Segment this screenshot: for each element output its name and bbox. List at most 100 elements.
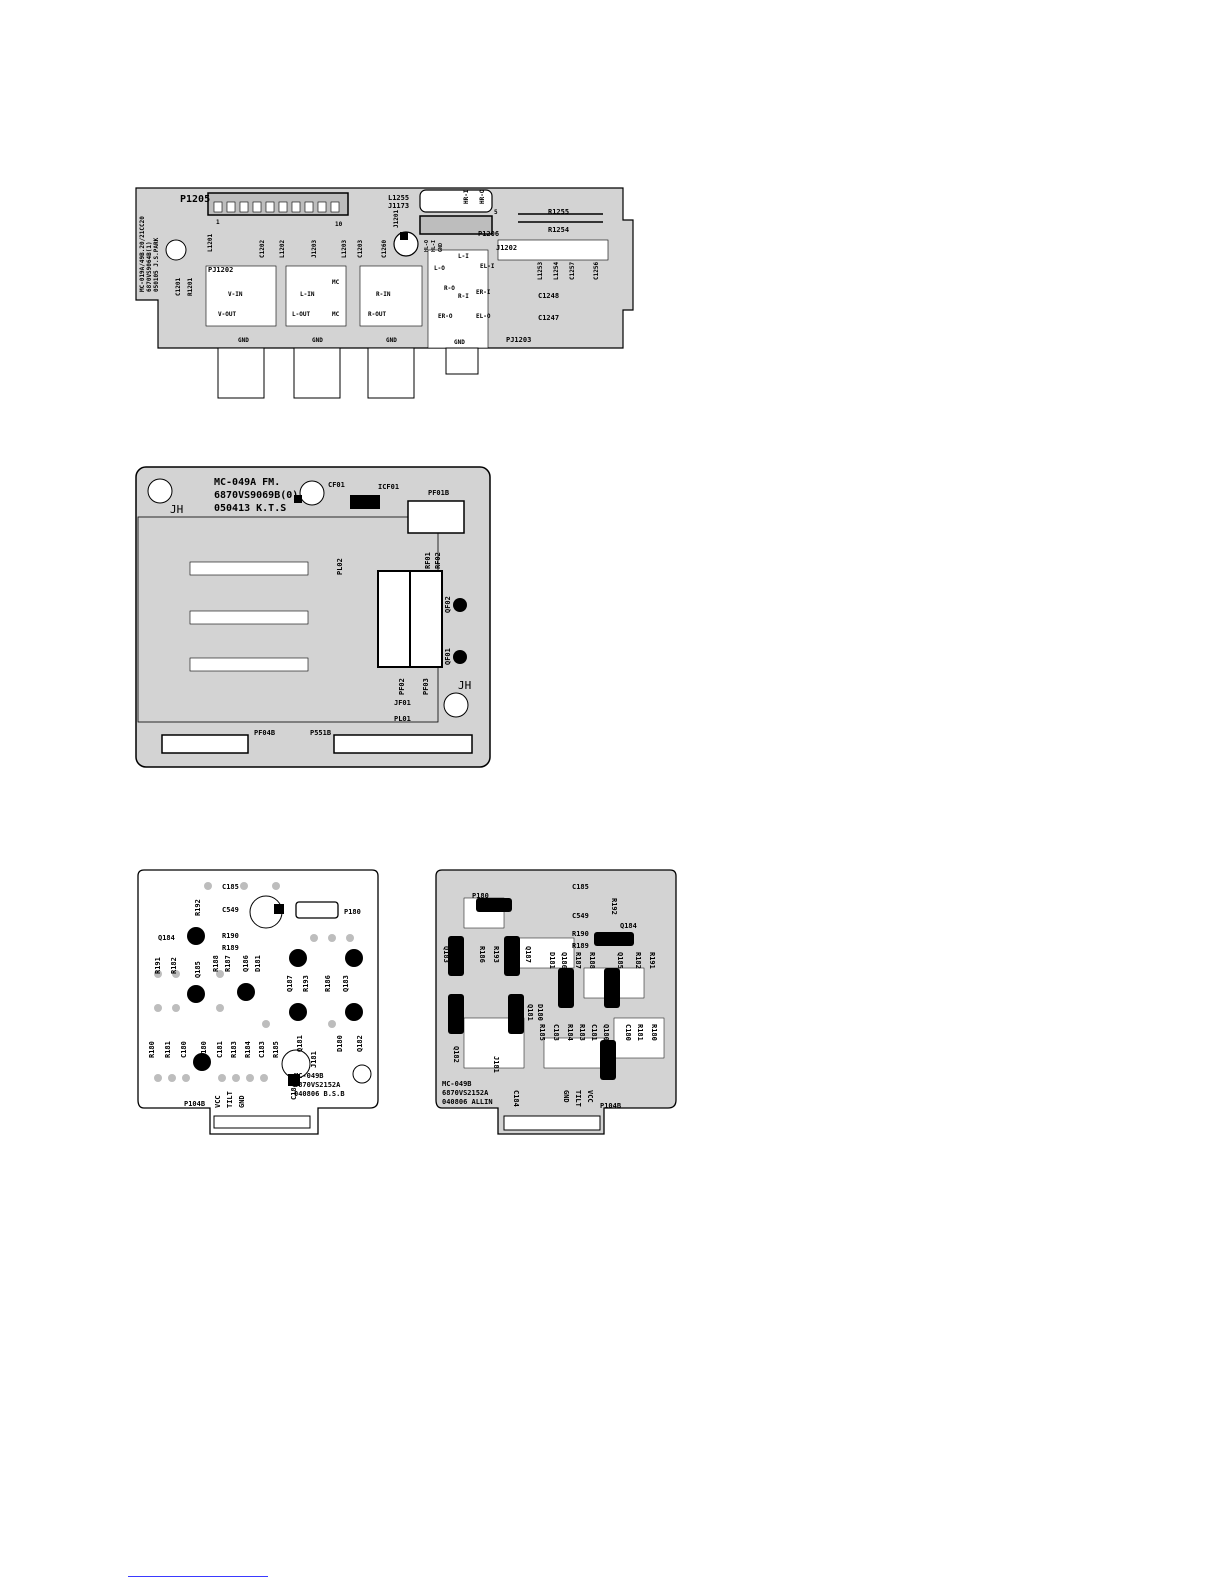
- label-v-in: V-IN: [228, 291, 243, 298]
- jack-video: [217, 347, 265, 399]
- label-hl0: HL-O: [424, 240, 430, 252]
- label-rf02: RF02: [434, 552, 442, 569]
- board2-title: MC-049A FM.: [214, 477, 280, 488]
- label-c1260: C1260: [381, 240, 388, 258]
- label-c1256: C1256: [593, 262, 600, 280]
- label-c181: C181: [216, 1041, 224, 1058]
- label-r182: R182: [634, 952, 642, 969]
- label-hl1: HL-I: [431, 240, 437, 252]
- label-p104b: P104B: [600, 1102, 621, 1110]
- label-r187: R187: [574, 952, 582, 969]
- label-l1203: L1203: [341, 240, 348, 258]
- switch-hr: [419, 189, 493, 213]
- board1-id-line-2: 6870VS9064B(1): [146, 241, 153, 292]
- label-r188: R188: [212, 955, 220, 972]
- board-av-jack: MC-019A/49B.20/21CC20 6870VS9064B(1) 050…: [135, 187, 634, 399]
- slot-3: [189, 657, 309, 672]
- label-c184: C184: [290, 1083, 298, 1100]
- label-l1202: L1202: [279, 240, 286, 258]
- label-gnd-1: GND: [238, 337, 249, 344]
- connector-p104b: [503, 1115, 601, 1131]
- label-r1201: R1201: [187, 278, 194, 296]
- label-p551b: P551B: [310, 729, 331, 737]
- label-c1202: C1202: [259, 240, 266, 258]
- label-r186: R186: [324, 975, 332, 992]
- connector-p104b: [213, 1115, 311, 1129]
- label-p1206: P1206: [478, 230, 499, 238]
- label-gnd: GND: [238, 1095, 246, 1108]
- label-r0: R-O: [444, 285, 455, 292]
- label-c549: C549: [572, 912, 589, 920]
- slot-2: [189, 610, 309, 625]
- label-r181: R181: [636, 1024, 644, 1041]
- label-p104b: P104B: [184, 1100, 205, 1108]
- label-pl02: PL02: [336, 558, 344, 575]
- board2-part-no: 6870VS9069B(0): [214, 490, 298, 501]
- label-q180: Q180: [200, 1041, 208, 1058]
- label-c183: C183: [552, 1024, 560, 1041]
- label-q180: Q180: [602, 1024, 610, 1041]
- label-gnd-3: GND: [386, 337, 397, 344]
- label-pj1203: PJ1203: [506, 336, 531, 344]
- board3-id-line-2: 6870VS2152A: [294, 1081, 341, 1089]
- label-vcc: VCC: [214, 1095, 222, 1108]
- connector-pf01b: [407, 500, 465, 534]
- label-r183: R183: [230, 1041, 238, 1058]
- label-q187: Q187: [524, 946, 532, 963]
- label-gnd-2: GND: [312, 337, 323, 344]
- label-pl01: PL01: [394, 715, 411, 723]
- label-pin10: 10: [335, 221, 343, 228]
- label-r183: R183: [578, 1024, 586, 1041]
- label-r189: R189: [222, 944, 239, 952]
- label-p1205: P1205: [180, 194, 210, 205]
- label-r188: R188: [588, 952, 596, 969]
- label-d180: D180: [336, 1035, 344, 1052]
- label-tilt: TILT: [226, 1091, 234, 1108]
- jack-audio-r: [367, 347, 415, 399]
- label-q183: Q183: [442, 946, 450, 963]
- label-q183: Q183: [342, 975, 350, 992]
- label-el1: EL-I: [480, 263, 495, 270]
- connector-pf04b: [161, 734, 249, 754]
- label-mc-1: MC: [332, 279, 340, 286]
- label-q181: Q181: [296, 1035, 304, 1052]
- label-r-out: R-OUT: [368, 311, 386, 318]
- board2-date: 050413 K.T.S: [214, 503, 286, 514]
- board1-id-line-3: 050105 J.S.PARK: [153, 237, 160, 292]
- label-d181: D181: [254, 955, 262, 972]
- label-r190: R190: [572, 930, 589, 938]
- label-gnd-4: GND: [454, 339, 465, 346]
- label-mc-2: MC: [332, 311, 340, 318]
- label-d181: D181: [548, 952, 556, 969]
- label-pf04b: PF04B: [254, 729, 275, 737]
- label-l0: L-O: [434, 265, 445, 272]
- mounting-hole-1: [147, 478, 173, 504]
- label-r191: R191: [648, 952, 656, 969]
- label-p180: P180: [472, 892, 489, 900]
- footer-link-underline: [128, 1576, 268, 1577]
- label-q187: Q187: [286, 975, 294, 992]
- label-icf01: ICF01: [378, 483, 399, 491]
- label-j1203: J1203: [311, 240, 318, 258]
- label-tilt: TILT: [574, 1090, 582, 1107]
- label-pin5: 5: [494, 209, 498, 216]
- label-c184: C184: [512, 1090, 520, 1107]
- label-l-in: L-IN: [300, 291, 315, 298]
- label-qf02: QF02: [444, 596, 452, 613]
- label-r180: R180: [148, 1041, 156, 1058]
- coil-rf01: [377, 570, 413, 668]
- board1-id-line-1: MC-019A/49B.20/21CC20: [139, 216, 146, 292]
- transistor-footprints: [448, 898, 634, 1080]
- label-c180: C180: [624, 1024, 632, 1041]
- label-r186: R186: [478, 946, 486, 963]
- ic-icf01: [350, 495, 380, 509]
- label-q185: Q185: [194, 961, 202, 978]
- mounting-hole-2: [443, 692, 469, 718]
- label-r187: R187: [224, 955, 232, 972]
- label-p180: P180: [344, 908, 361, 916]
- label-q184: Q184: [158, 934, 175, 942]
- label-pf03: PF03: [422, 678, 430, 695]
- board4-id-line-2: 6870VS2152A: [442, 1089, 489, 1097]
- label-r1255: R1255: [548, 208, 569, 216]
- label-q184: Q184: [620, 922, 637, 930]
